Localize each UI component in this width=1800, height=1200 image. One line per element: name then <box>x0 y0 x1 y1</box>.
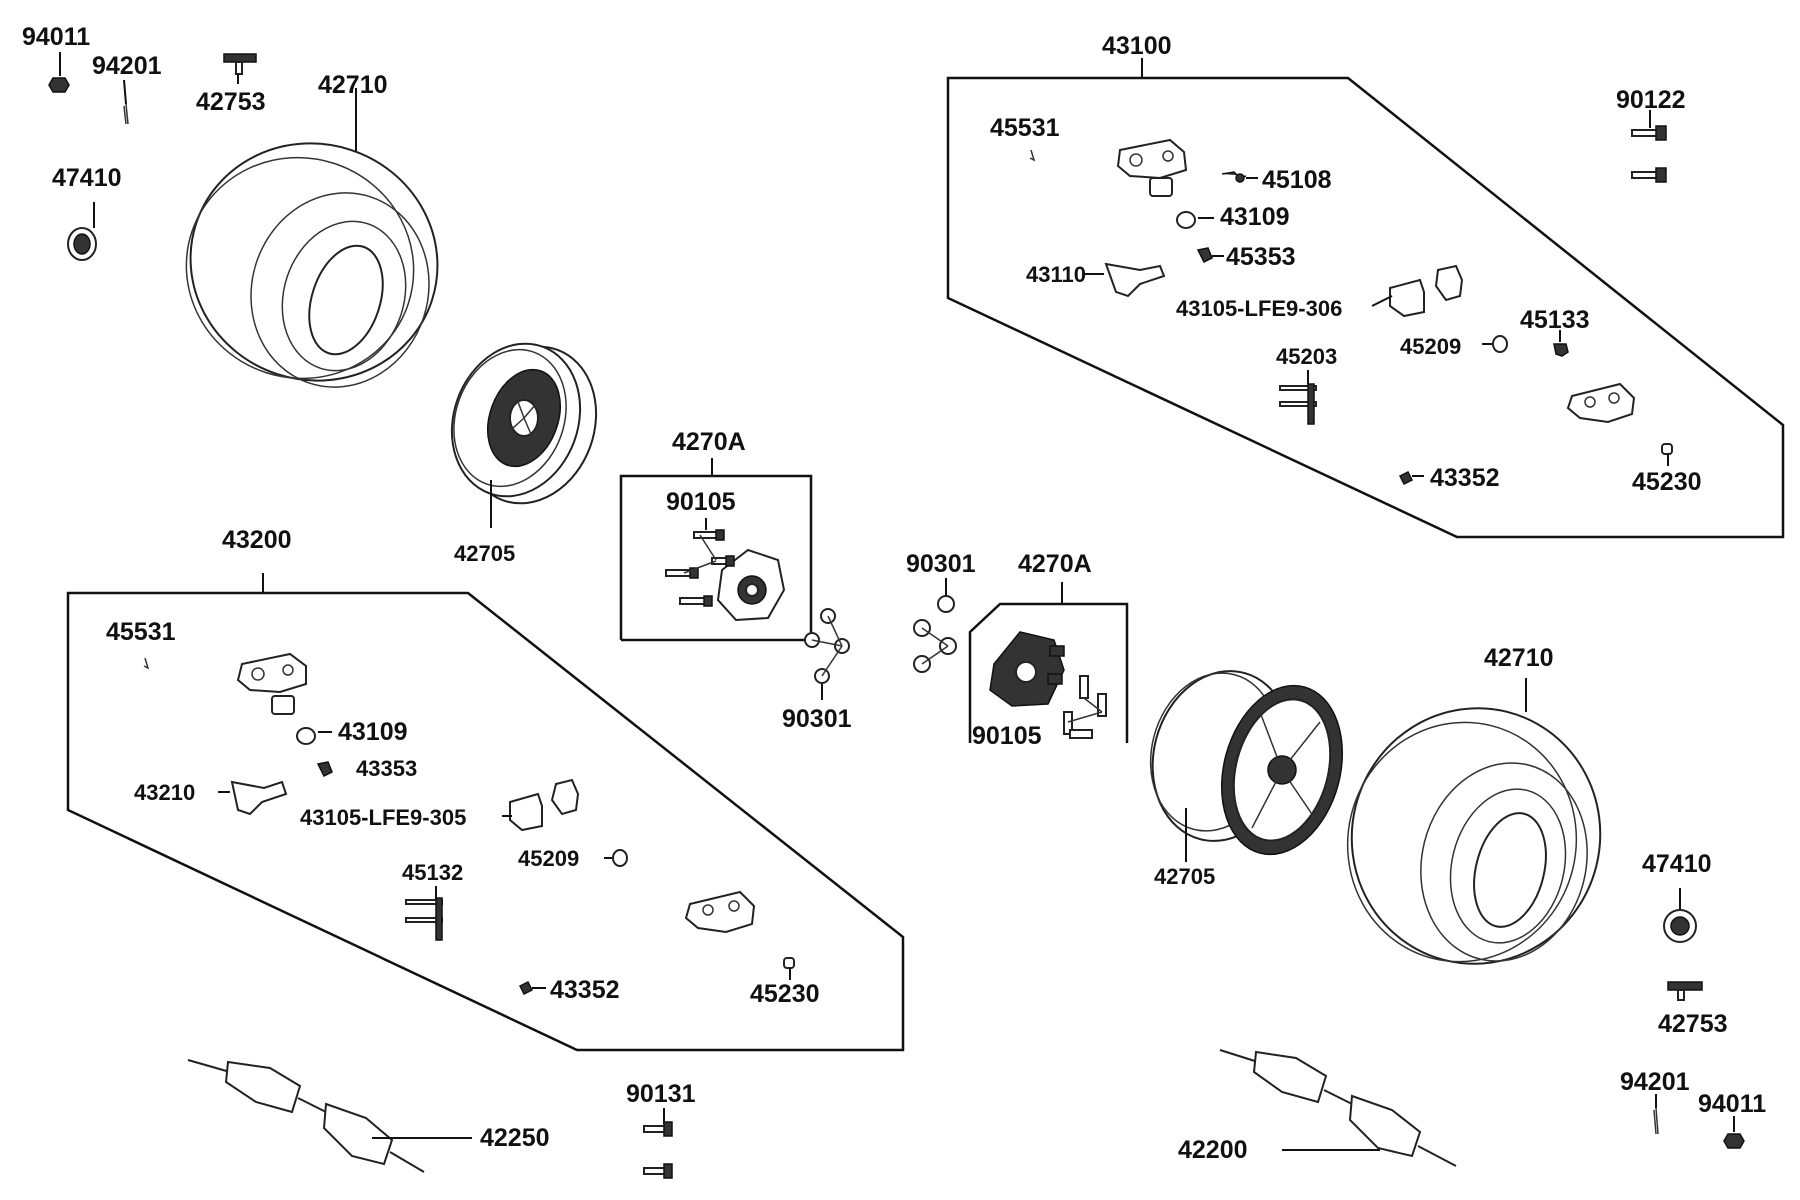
axle-right <box>1219 1049 1457 1167</box>
label-94011-top-left: 94011 <box>22 23 90 51</box>
bracket-43110 <box>1084 262 1166 298</box>
wheel-cap-bottom-right <box>1663 888 1697 943</box>
label-90122: 90122 <box>1616 86 1686 114</box>
label-43105-LFE9-306: 43105-LFE9-306 <box>1176 296 1342 321</box>
kit-boundary-top-right <box>946 76 1785 539</box>
valve-stem-top-left <box>223 53 257 84</box>
axle-left <box>187 1059 425 1173</box>
wheel-bolts-right <box>1063 675 1107 739</box>
bracket-43210 <box>218 780 288 816</box>
label-43200: 43200 <box>222 526 292 554</box>
label-43353: 43353 <box>356 756 417 781</box>
seal-43109-top <box>1176 211 1214 229</box>
hub-group-right <box>968 582 1129 743</box>
caliper-bottom-right <box>684 890 756 934</box>
label-94011-bottom-right: 94011 <box>1698 1090 1766 1118</box>
label-90301-bottom: 90301 <box>782 705 852 733</box>
kit-boundary-bottom-left <box>66 591 905 1052</box>
label-42710-top-left: 42710 <box>318 71 388 99</box>
lug-nut-top-left <box>48 52 70 93</box>
label-47410-top-left: 47410 <box>52 164 122 192</box>
label-45209-bottom: 45209 <box>518 846 579 871</box>
cotter-pin-bottom-right <box>1653 1094 1659 1135</box>
brake-pads-305 <box>502 778 580 832</box>
label-42753-top-left: 42753 <box>196 88 266 116</box>
label-43109-bottom: 43109 <box>338 718 408 746</box>
label-42705-bottom-right: 42705 <box>1154 864 1215 889</box>
boot-45230-bottom <box>783 957 795 980</box>
label-43352-bottom: 43352 <box>550 976 620 1004</box>
label-47410-bottom-right: 47410 <box>1642 850 1712 878</box>
seal-43109-bottom <box>296 727 332 745</box>
label-43352-top: 43352 <box>1430 464 1500 492</box>
label-4270A-left: 4270A <box>672 428 746 456</box>
bleeder-45108 <box>1221 171 1258 183</box>
label-90105-left: 90105 <box>666 488 736 516</box>
pins-45132 <box>405 886 443 941</box>
hub-right <box>989 631 1065 707</box>
clip-45209-top <box>1482 335 1508 353</box>
label-45132: 45132 <box>402 860 463 885</box>
hub-group-left <box>619 458 813 642</box>
bleeder-43352-bottom <box>518 980 546 996</box>
wheel-bolts-left <box>665 529 735 607</box>
spring-43353 <box>316 761 333 778</box>
label-45230-bottom: 45230 <box>750 980 820 1008</box>
label-42200: 42200 <box>1178 1136 1248 1164</box>
spring-45353 <box>1196 247 1224 264</box>
label-43110: 43110 <box>1026 262 1086 287</box>
valve-stem-bottom-right <box>1667 981 1703 1001</box>
caliper-top <box>1116 138 1188 197</box>
tire-bottom-right <box>1346 707 1602 965</box>
label-42250: 42250 <box>480 1124 550 1152</box>
label-90105-right: 90105 <box>972 722 1042 750</box>
label-90131: 90131 <box>626 1080 696 1108</box>
label-45108: 45108 <box>1262 166 1332 194</box>
label-43100: 43100 <box>1102 32 1172 60</box>
label-42705-top-left: 42705 <box>454 541 515 566</box>
label-43210: 43210 <box>134 780 195 805</box>
clip-45209-bottom <box>604 849 628 867</box>
brake-pads-306 <box>1371 264 1464 318</box>
label-94201-top-left: 94201 <box>92 52 162 80</box>
label-45531-top: 45531 <box>990 114 1060 142</box>
boot-45230-top <box>1661 443 1673 466</box>
label-45230-top: 45230 <box>1632 468 1702 496</box>
label-90301-top: 90301 <box>906 550 976 578</box>
bolt-45133 <box>1553 330 1569 357</box>
lug-nuts-left <box>804 608 850 700</box>
rim-top-left <box>450 342 598 505</box>
cotter-pin-top-left <box>123 79 129 125</box>
wheel-cap-top-left <box>67 202 97 261</box>
hub-left <box>716 548 786 622</box>
label-43105-LFE9-305: 43105-LFE9-305 <box>300 805 466 830</box>
rim-bottom-right <box>1149 670 1344 856</box>
label-4270A-right: 4270A <box>1018 550 1092 578</box>
lug-nuts-right <box>913 578 957 673</box>
bolts-90122 <box>1631 110 1667 183</box>
label-45531-bottom: 45531 <box>106 618 176 646</box>
label-42753-bottom-right: 42753 <box>1658 1010 1728 1038</box>
tire-top-left <box>185 142 439 388</box>
caliper-top-right <box>1566 382 1636 424</box>
lug-nut-bottom-right <box>1723 1116 1745 1149</box>
bleeder-43352-top <box>1398 470 1424 486</box>
label-45203: 45203 <box>1276 344 1337 369</box>
label-45209-top: 45209 <box>1400 334 1461 359</box>
label-42710-bottom-right: 42710 <box>1484 644 1554 672</box>
label-45353: 45353 <box>1226 243 1296 271</box>
label-94201-bottom-right: 94201 <box>1620 1068 1690 1096</box>
caliper-bottom <box>236 652 307 715</box>
label-43109-top: 43109 <box>1220 203 1290 231</box>
label-45133: 45133 <box>1520 306 1590 334</box>
bolts-90131 <box>643 1108 673 1179</box>
pins-45203 <box>1279 370 1317 425</box>
